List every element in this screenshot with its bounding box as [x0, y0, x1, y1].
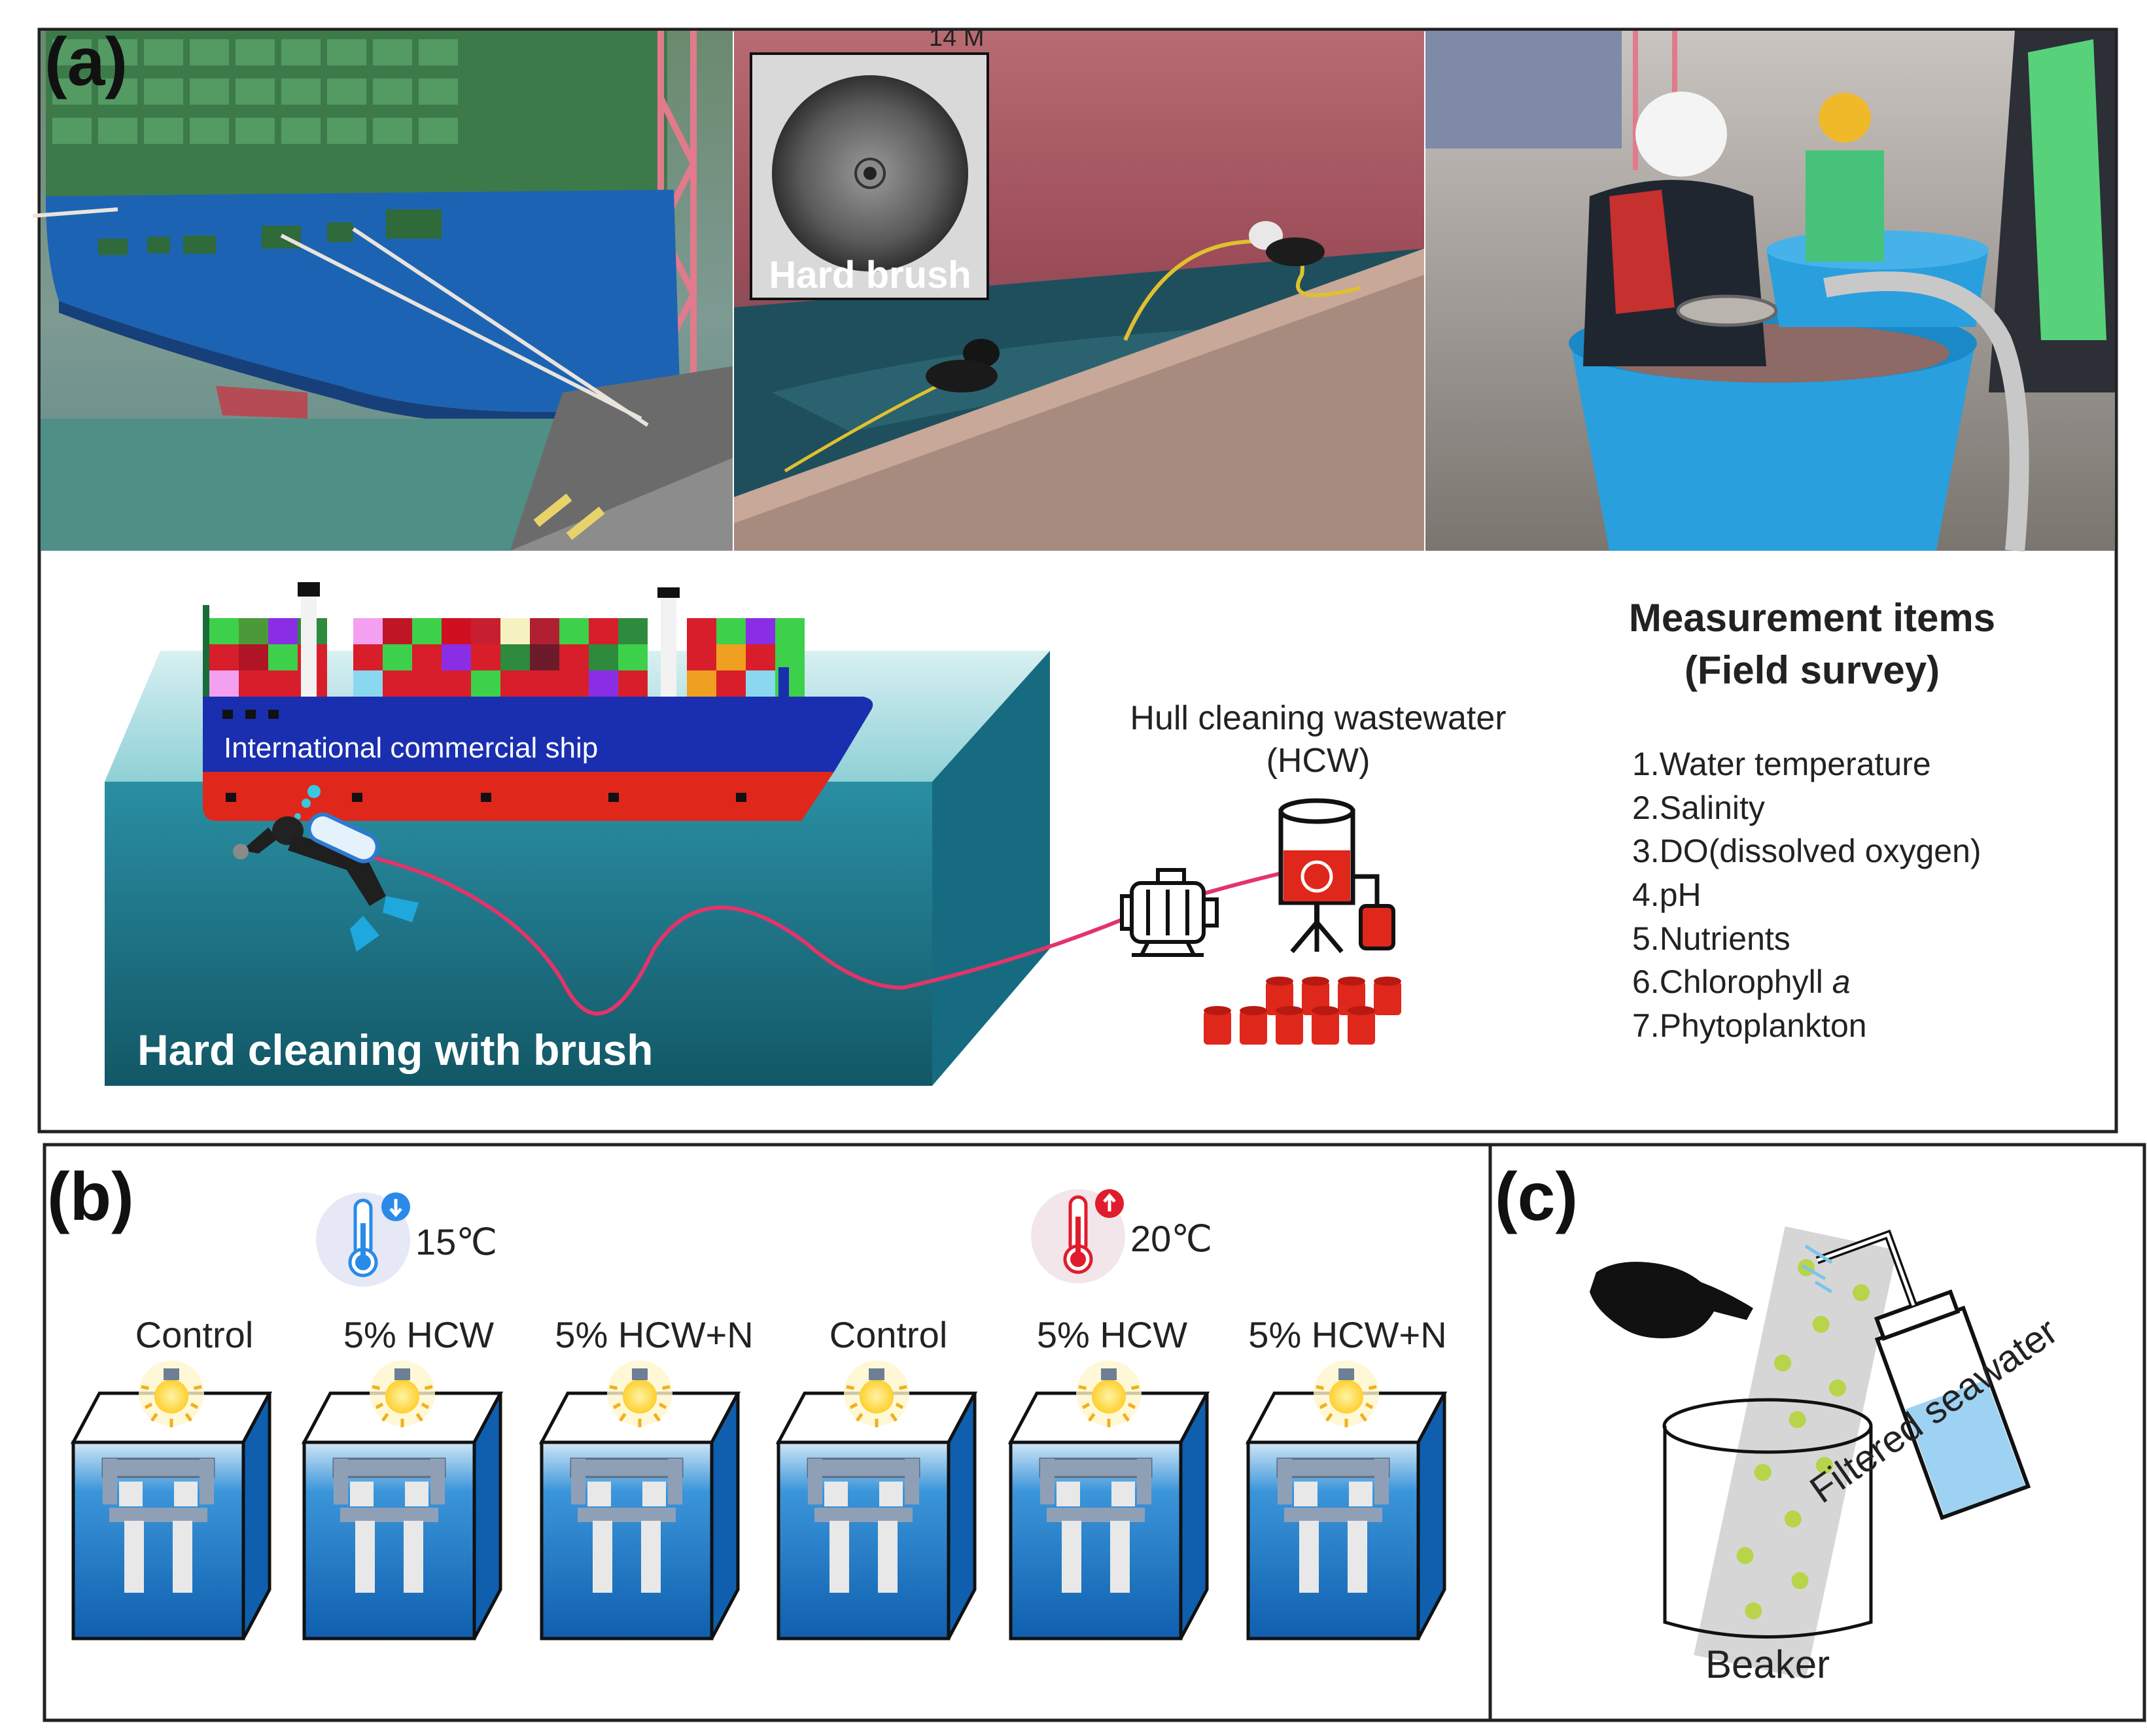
ship-label: International commercial ship	[224, 732, 598, 764]
tank-label: 5% HCW	[343, 1314, 494, 1355]
ship-hull-blue	[203, 697, 873, 772]
hcw-title-line2: (HCW)	[1266, 742, 1370, 780]
hard-brush-label: Hard brush	[769, 254, 971, 296]
container-ship-illustration: International commercial ship	[203, 582, 873, 821]
temp-low-label: 15℃	[415, 1221, 497, 1262]
hose-line	[261, 835, 1296, 1016]
wash-bottle-icon	[1815, 1229, 2031, 1521]
measurement-list: 1.Water temperature 2.Salinity 3.DO(diss…	[1632, 746, 1981, 1044]
measurement-item: 1.Water temperature	[1632, 746, 1931, 782]
light-bulb-icon	[139, 1361, 204, 1427]
measurement-item: 7.Phytoplankton	[1632, 1007, 1867, 1044]
light-bulb-icon	[370, 1361, 435, 1427]
tank-label: 5% HCW+N	[555, 1314, 753, 1355]
measurement-item: 4.pH	[1632, 877, 1702, 913]
beaker-icon	[1662, 1398, 1873, 1639]
measurement-item: 2.Salinity	[1632, 790, 1765, 826]
ship-hull-red	[203, 772, 834, 821]
light-bulb-icon	[607, 1361, 672, 1427]
container-stack	[203, 605, 805, 697]
light-bulb-icon	[1076, 1361, 1142, 1427]
light-bulb-icon	[1314, 1361, 1379, 1427]
measurement-item: 3.DO(dissolved oxygen)	[1632, 833, 1981, 869]
sample-bottles	[1204, 977, 1401, 1045]
tank-label: Control	[135, 1314, 254, 1355]
measurement-item: 6.Chlorophyll a	[1632, 963, 1851, 1000]
panel-a-letter: (a)	[44, 24, 128, 100]
aquarium-tank	[1007, 1361, 1210, 1641]
aquarium-tank	[301, 1361, 504, 1641]
diver-icon	[233, 785, 419, 952]
thermometer-up-icon	[1031, 1189, 1125, 1283]
hard-brush-inset: Hard brush	[750, 52, 989, 300]
cleaning-label: Hard cleaning with brush	[137, 1026, 653, 1074]
measurement-title-line2: (Field survey)	[1684, 648, 1940, 692]
measurement-title-line1: Measurement items	[1629, 596, 1995, 640]
person-helmet	[1635, 92, 1727, 177]
tank-label: 5% HCW	[1037, 1314, 1187, 1355]
hcw-title-line1: Hull cleaning wastewater	[1130, 699, 1506, 737]
photo-divers: 14 M Hard brush	[734, 24, 1424, 551]
sampling-tank-icon	[1278, 798, 1395, 954]
aquarium-tank	[1245, 1361, 1448, 1641]
light-bulb-icon	[844, 1361, 909, 1427]
thermometer-down-icon	[316, 1192, 410, 1287]
beaker-label: Beaker	[1705, 1642, 1830, 1686]
panel-b-letter: (b)	[47, 1159, 134, 1235]
diver-icon-2	[1249, 221, 1325, 266]
photo-ship-bow	[32, 31, 733, 551]
panel-c-frame	[1488, 1143, 2146, 1722]
panel-c-letter: (c)	[1495, 1159, 1578, 1235]
photo-sampling	[1425, 31, 2115, 552]
hull-marker-text: 14 M	[929, 24, 984, 52]
panel-a-frame	[37, 27, 2118, 1134]
spray-lines	[1801, 1244, 1833, 1294]
tank-label: Control	[829, 1314, 948, 1355]
aquarium-tank	[538, 1361, 741, 1641]
temp-high-label: 20℃	[1130, 1218, 1212, 1259]
aquarium-tank	[70, 1361, 273, 1641]
tank-label: 5% HCW+N	[1248, 1314, 1446, 1355]
measurement-item: 5.Nutrients	[1632, 920, 1790, 957]
tank-group	[70, 1361, 1448, 1641]
aquarium-tank	[775, 1361, 978, 1641]
hand-icon	[1590, 1262, 1753, 1338]
pump-icon	[1120, 868, 1219, 957]
diver-icon	[926, 339, 1000, 392]
